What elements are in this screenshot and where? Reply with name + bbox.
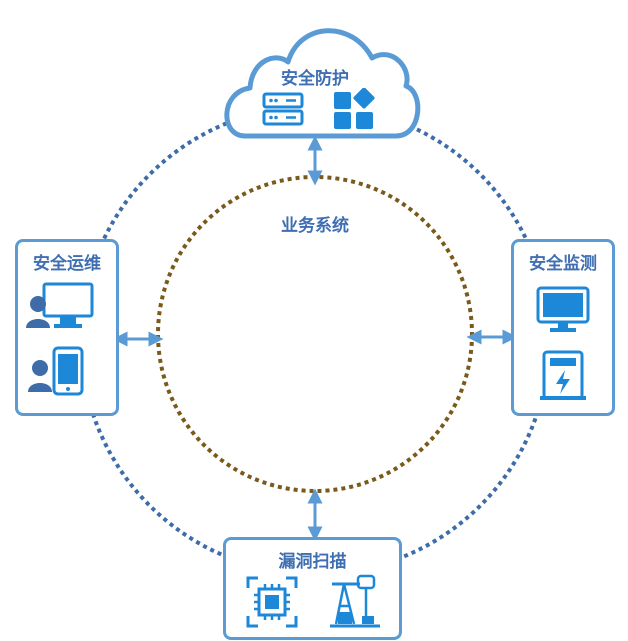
server-icon xyxy=(281,263,347,327)
firewall-icon xyxy=(262,92,304,126)
server-icon xyxy=(281,345,347,409)
server-rack-icons xyxy=(0,0,62,60)
user-desktop-icon xyxy=(26,282,94,328)
server-icon xyxy=(375,263,441,327)
app-blocks-icon xyxy=(334,88,375,129)
security-monitoring-box: 安全监测 xyxy=(511,239,615,416)
security-operations-box: 安全运维 xyxy=(15,239,119,416)
vulnerability-scan-box: 漏洞扫描 xyxy=(223,537,402,640)
user-mobile-icon xyxy=(28,346,84,396)
security-protection-title: 安全防护 xyxy=(281,69,349,89)
security-operations-title: 安全运维 xyxy=(33,254,101,274)
security-monitoring-title: 安全监测 xyxy=(529,254,597,274)
business-system-title: 业务系统 xyxy=(281,216,349,236)
server-icon xyxy=(187,345,253,409)
power-device-icon xyxy=(540,350,586,400)
server-icon xyxy=(187,263,253,327)
monitor-icon xyxy=(536,286,590,332)
vulnerability-scan-title: 漏洞扫描 xyxy=(278,552,347,572)
chip-scan-icon xyxy=(246,576,298,628)
oil-pump-icon xyxy=(330,574,380,628)
server-icon xyxy=(375,345,441,409)
